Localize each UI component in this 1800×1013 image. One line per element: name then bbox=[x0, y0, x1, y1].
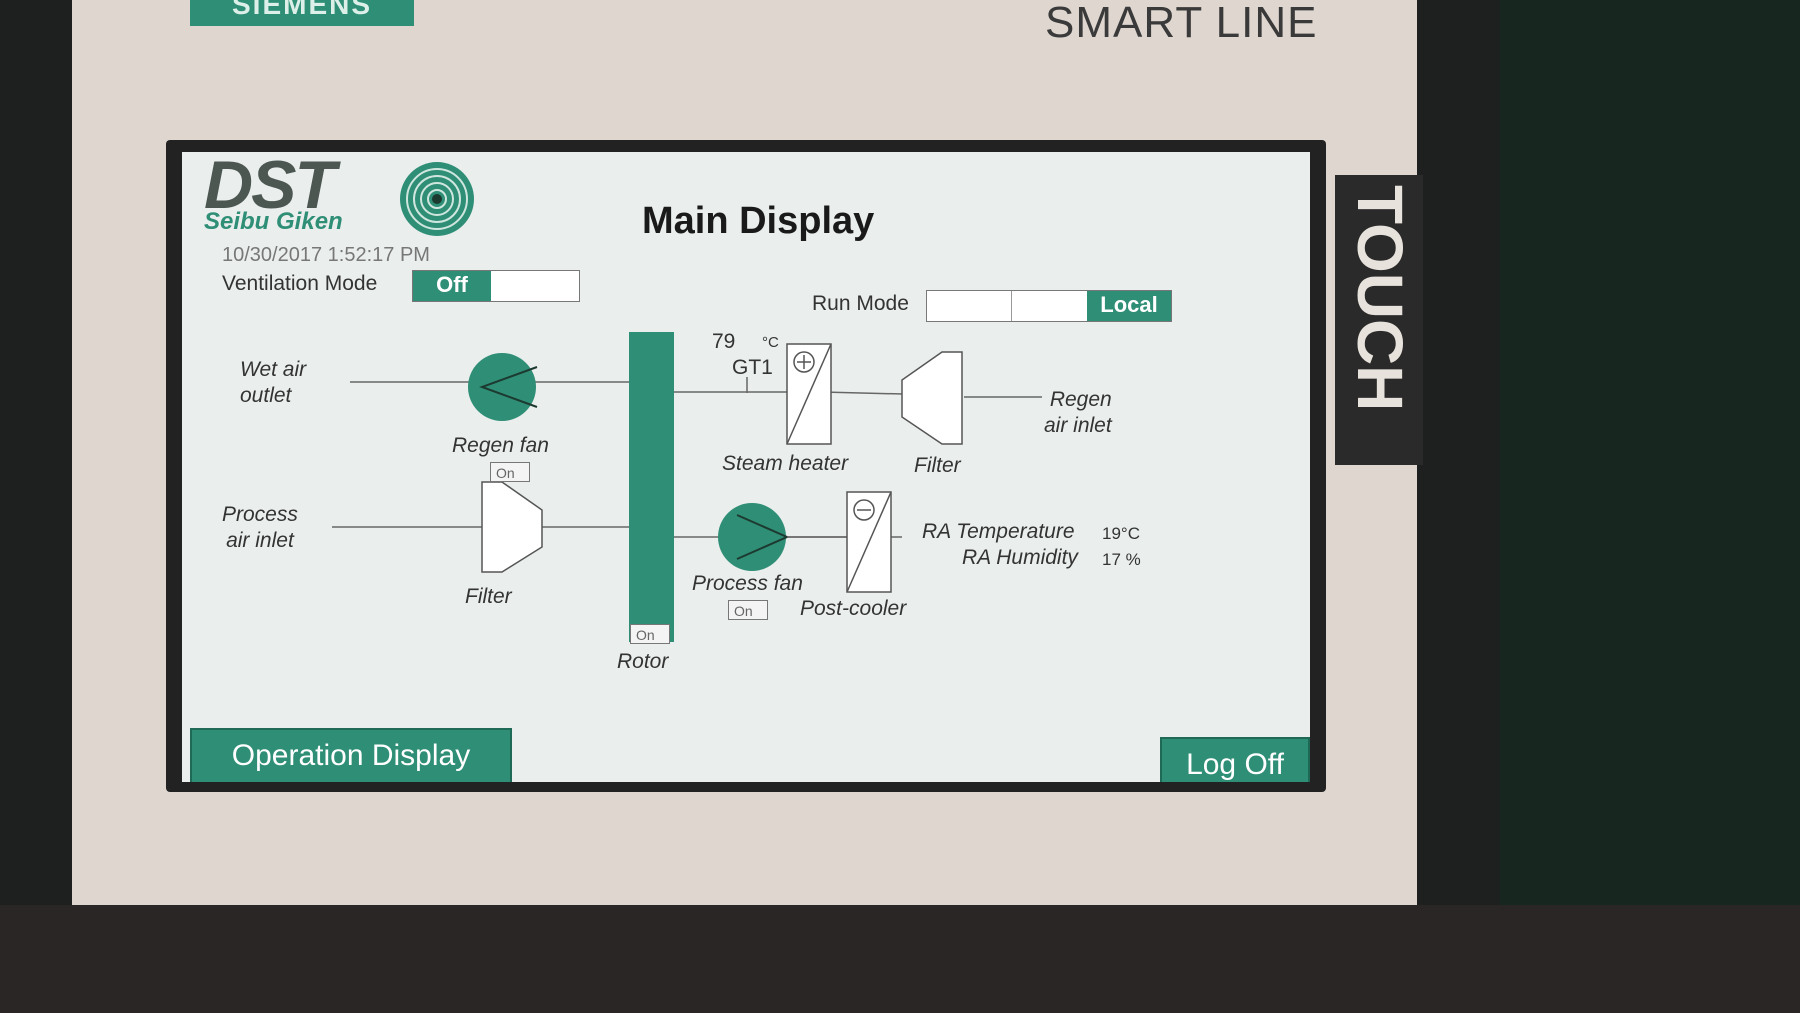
wet-air-outlet-label: Wet air outlet bbox=[240, 358, 307, 407]
filter-bottom-label: Filter bbox=[465, 585, 512, 608]
logo-text: DST bbox=[204, 152, 336, 223]
regen-fan-status[interactable]: On bbox=[490, 462, 530, 482]
rotor-status[interactable]: On bbox=[630, 624, 670, 644]
ventilation-mode-value: Off bbox=[413, 271, 491, 301]
steam-heater-label: Steam heater bbox=[722, 452, 849, 475]
model-label: SMART LINE bbox=[1045, 0, 1318, 47]
filter-bottom-icon bbox=[481, 481, 543, 573]
ventilation-mode-label: Ventilation Mode bbox=[222, 272, 378, 295]
ventilation-mode-toggle[interactable]: Off bbox=[412, 270, 580, 302]
process-fan-icon bbox=[718, 503, 786, 571]
run-mode-toggle[interactable]: Local bbox=[926, 290, 1172, 322]
ra-temperature-number: 19 bbox=[1102, 524, 1121, 543]
ra-temperature-label: RA Temperature bbox=[922, 520, 1075, 543]
regen-air-inlet-label: Regen air inlet bbox=[1044, 388, 1112, 437]
process-fan-label: Process fan bbox=[692, 572, 803, 595]
run-mode-value: Local bbox=[1087, 291, 1171, 321]
filter-top-label: Filter bbox=[914, 454, 961, 477]
page-title: Main Display bbox=[642, 200, 875, 242]
touch-label: TOUCH bbox=[1344, 185, 1416, 412]
rotor-logo-icon bbox=[400, 162, 474, 236]
ra-humidity-unit: % bbox=[1125, 550, 1141, 569]
hmi-screen: DST Seibu Giken Main Display 10/30/2017 … bbox=[182, 152, 1310, 782]
log-off-button[interactable]: Log Off bbox=[1160, 737, 1310, 782]
ra-humidity-label: RA Humidity bbox=[962, 546, 1078, 569]
regen-fan-label: Regen fan bbox=[452, 434, 549, 457]
post-cooler-label: Post-cooler bbox=[800, 597, 907, 620]
operation-display-button[interactable]: Operation Display bbox=[190, 728, 512, 782]
gt1-value: 79 bbox=[712, 330, 736, 353]
ra-temperature-value: 19°C bbox=[1102, 524, 1140, 544]
datetime: 10/30/2017 1:52:17 PM bbox=[222, 244, 430, 266]
touch-strip bbox=[1335, 175, 1423, 465]
ra-temperature-unit: °C bbox=[1120, 524, 1140, 543]
filter-top-icon bbox=[901, 351, 963, 445]
gt1-label: GT1 bbox=[732, 356, 773, 379]
ra-humidity-number: 17 bbox=[1102, 550, 1121, 569]
logo-subtext: Seibu Giken bbox=[204, 208, 343, 235]
process-fan-status[interactable]: On bbox=[728, 600, 768, 620]
run-mode-label: Run Mode bbox=[812, 292, 909, 315]
brand-plate: SIEMENS bbox=[190, 0, 414, 26]
regen-fan-icon bbox=[468, 353, 536, 421]
right-bezel bbox=[1500, 0, 1800, 1013]
ra-humidity-value: 17 % bbox=[1102, 550, 1141, 570]
rotor-label: Rotor bbox=[617, 650, 669, 673]
rotor-icon bbox=[629, 332, 674, 642]
gt1-unit: °C bbox=[762, 334, 779, 351]
run-mode-divider bbox=[1011, 291, 1012, 321]
bottom-bezel bbox=[0, 905, 1800, 1013]
process-air-inlet-label: Process air inlet bbox=[222, 503, 298, 552]
process-diagram bbox=[332, 332, 1042, 642]
